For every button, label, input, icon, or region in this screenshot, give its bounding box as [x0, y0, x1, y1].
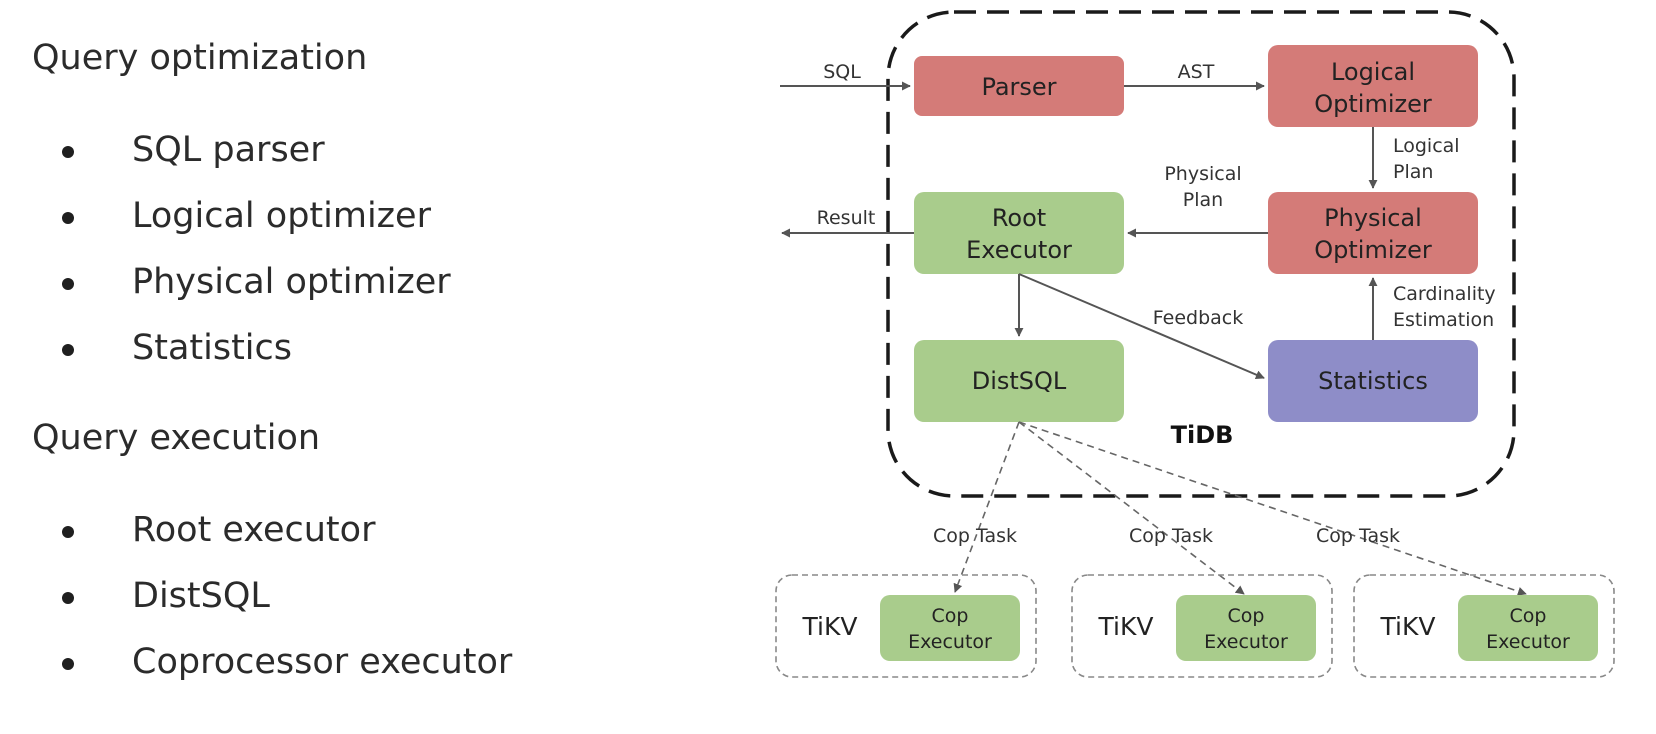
sql-edge-label: SQL — [823, 61, 861, 83]
logical-optimizer-label-line2: Optimizer — [1314, 90, 1432, 118]
tidb-label: TiDB — [1171, 421, 1234, 449]
bullet-text: Coprocessor executor — [132, 642, 513, 682]
root-executor-label-line2: Executor — [966, 236, 1072, 264]
bullet-icon — [62, 278, 74, 290]
logical-plan-label-line1: Logical — [1393, 135, 1460, 157]
parser-label: Parser — [981, 73, 1056, 101]
bullet-icon — [62, 526, 74, 538]
cop-task-arrow-1 — [953, 421, 1020, 593]
bullet-text: SQL parser — [132, 130, 325, 170]
tikv-label: TiKV — [1098, 612, 1154, 641]
bullet-text: DistSQL — [132, 576, 270, 616]
logical-plan-label-line2: Plan — [1393, 161, 1433, 183]
cop-task-label-3: Cop Task — [1316, 525, 1400, 547]
distsql-label: DistSQL — [972, 367, 1067, 395]
root-executor-box: Root Executor — [914, 192, 1124, 274]
physical-optimizer-label-line2: Optimizer — [1314, 236, 1432, 264]
cop-executor-box — [1176, 595, 1316, 661]
cop-executor-label-line1: Cop — [932, 605, 969, 627]
bullet-icon — [62, 592, 74, 604]
parser-box: Parser — [914, 56, 1124, 116]
query-optimization-heading: Query optimization — [32, 38, 368, 78]
tikv-label: TiKV — [802, 612, 858, 641]
tidb-boundary — [886, 10, 1516, 498]
text-panel: Query optimization SQL parser Logical op… — [0, 0, 720, 734]
physical-optimizer-label-line1: Physical — [1324, 204, 1422, 232]
cop-executor-label-line2: Executor — [908, 631, 992, 653]
feedback-arrow — [1018, 273, 1265, 379]
bullet-text: Physical optimizer — [132, 262, 451, 302]
tikv-node-2: TiKV Cop Executor — [1071, 574, 1333, 678]
cop-executor-label-line2: Executor — [1486, 631, 1570, 653]
query-execution-heading: Query execution — [32, 418, 321, 458]
cardinality-label-line2: Estimation — [1393, 309, 1494, 331]
physical-plan-label-line2: Plan — [1183, 189, 1223, 211]
logical-optimizer-label-line1: Logical — [1331, 58, 1415, 86]
bullet-icon — [62, 344, 74, 356]
cop-task-label-2: Cop Task — [1129, 525, 1213, 547]
cop-task-label-1: Cop Task — [933, 525, 1017, 547]
cardinality-label-line1: Cardinality — [1393, 283, 1496, 305]
result-edge-label: Result — [817, 207, 876, 229]
physical-plan-label-line1: Physical — [1164, 163, 1241, 185]
ast-edge-label: AST — [1178, 61, 1215, 83]
distsql-box: DistSQL — [914, 340, 1124, 422]
cop-executor-box — [880, 595, 1020, 661]
cop-executor-box — [1458, 595, 1598, 661]
cop-executor-label-line1: Cop — [1228, 605, 1265, 627]
tikv-node-1: TiKV Cop Executor — [775, 574, 1037, 678]
root-executor-label-line1: Root — [992, 204, 1046, 232]
bullet-text: Statistics — [132, 328, 292, 368]
bullet-icon — [62, 212, 74, 224]
bullet-icon — [62, 658, 74, 670]
tikv-label: TiKV — [1380, 612, 1436, 641]
tikv-node-3: TiKV Cop Executor — [1353, 574, 1615, 678]
feedback-edge-label: Feedback — [1153, 307, 1243, 329]
cop-executor-label-line1: Cop — [1510, 605, 1547, 627]
bullet-text: Logical optimizer — [132, 196, 431, 236]
logical-optimizer-box: Logical Optimizer — [1268, 45, 1478, 127]
physical-optimizer-box: Physical Optimizer — [1268, 192, 1478, 274]
statistics-box: Statistics — [1268, 340, 1478, 422]
statistics-label: Statistics — [1318, 367, 1428, 395]
bullet-text: Root executor — [132, 510, 376, 550]
bullet-icon — [62, 146, 74, 158]
cop-executor-label-line2: Executor — [1204, 631, 1288, 653]
cop-task-arrow-3 — [1018, 421, 1527, 596]
